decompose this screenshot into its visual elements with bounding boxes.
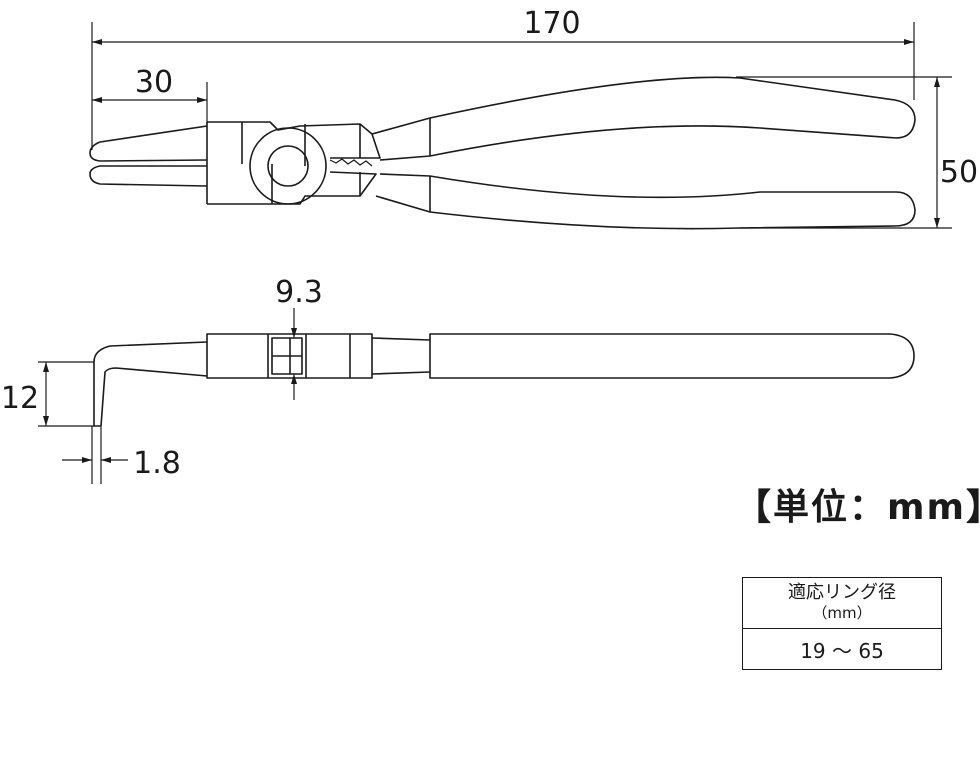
dim-tip-thickness bbox=[62, 426, 128, 484]
dim-jaw-length bbox=[92, 82, 208, 124]
pliers-top-view bbox=[89, 76, 916, 230]
spec-table-header: 適応リング径 （mm） bbox=[742, 577, 942, 629]
dim-total-length-text: 170 bbox=[523, 6, 580, 41]
dim-tip-thickness-text: 1.8 bbox=[133, 446, 181, 481]
spec-table-value: 19 ～ 65 bbox=[742, 628, 942, 670]
head-plate bbox=[207, 121, 381, 159]
dim-tip-bend bbox=[38, 361, 94, 427]
lower-jaw bbox=[89, 165, 208, 187]
spring bbox=[329, 158, 373, 167]
upper-handle bbox=[371, 76, 916, 161]
dim-width-text: 50 bbox=[940, 155, 978, 190]
spec-header-line2: （mm） bbox=[812, 604, 872, 622]
dim-width bbox=[736, 76, 952, 229]
upper-jaw bbox=[89, 125, 208, 162]
pivot-hole bbox=[267, 145, 309, 187]
lower-handle bbox=[375, 173, 916, 230]
spec-header-line1: 適応リング径 bbox=[788, 582, 896, 603]
dim-total-length bbox=[91, 22, 915, 150]
dim-pivot-thickness-text: 9.3 bbox=[275, 275, 323, 310]
side-handle bbox=[429, 333, 915, 379]
bent-tip bbox=[93, 341, 208, 427]
spec-table: 適応リング径 （mm） 19 ～ 65 bbox=[742, 577, 942, 670]
side-head bbox=[206, 333, 373, 379]
dim-tip-bend-text: 12 bbox=[1, 381, 39, 416]
dim-jaw-length-text: 30 bbox=[135, 65, 173, 100]
pivot-boss bbox=[249, 127, 327, 205]
unit-label: 【単位：mm】 bbox=[735, 487, 980, 528]
pliers-side-view bbox=[93, 333, 915, 427]
